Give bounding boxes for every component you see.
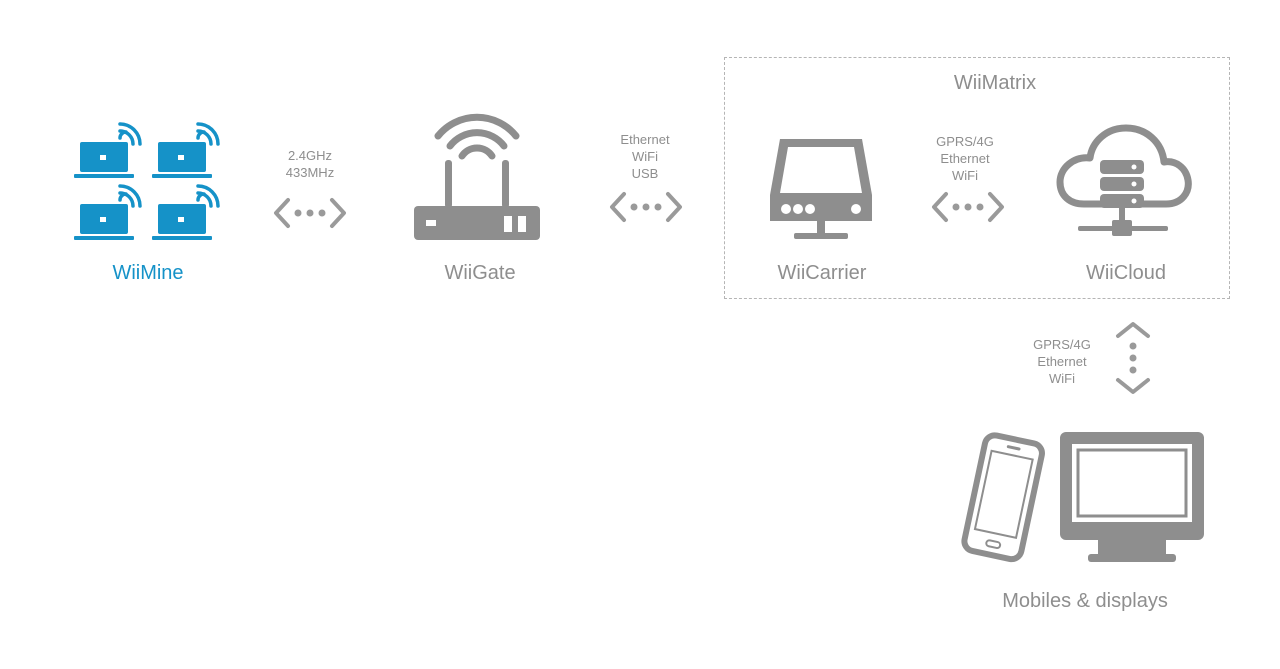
bidirectional-vertical-arrow-icon [1116,322,1150,394]
server-box-icon [770,139,872,239]
bidirectional-arrow-icon [274,198,346,228]
phone-icon [961,432,1045,563]
link-line: GPRS/4G [936,134,994,149]
link-line: WiFi [632,149,658,164]
wiimatrix-group-box [724,57,1230,299]
wiigate-label: WiiGate [444,262,516,284]
laptop-icon [74,204,134,240]
wiicloud-label: WiiCloud [1085,262,1167,284]
wifi-icon [118,184,142,208]
phone-monitor-icon [961,432,1204,563]
link-line: Ethernet [620,132,670,147]
link-line: Ethernet [940,151,990,166]
mobiles-label: Mobiles & displays [1002,590,1168,612]
link-line: GPRS/4G [1033,337,1091,352]
link-line: WiFi [952,168,978,183]
laptops-wifi-icon [74,122,220,240]
link-mine-gate-label: 2.4GHz 433MHz [260,147,360,181]
wifi-icon [196,122,220,146]
link-line: WiFi [1049,371,1075,386]
laptop-icon [74,142,134,178]
link-cloud-mobiles-label: GPRS/4G Ethernet WiFi [1012,336,1112,387]
cloud-server-icon [1056,124,1192,236]
link-line: 433MHz [285,165,335,180]
laptop-icon [152,204,212,240]
router-icon [414,113,540,240]
bidirectional-arrow-icon [932,192,1004,222]
link-line: Ethernet [1037,354,1087,369]
bidirectional-arrow-icon [610,192,682,222]
wiicarrier-label: WiiCarrier [777,262,867,284]
link-gate-carrier-label: Ethernet WiFi USB [595,131,695,182]
wiimine-label: WiiMine [112,262,184,284]
link-line: USB [631,166,659,181]
laptop-icon [152,142,212,178]
wifi-icon [196,184,220,208]
link-line: 2.4GHz [287,148,333,163]
wifi-icon [118,122,142,146]
link-carrier-cloud-label: GPRS/4G Ethernet WiFi [915,133,1015,184]
wiimatrix-title: WiiMatrix [953,72,1037,94]
